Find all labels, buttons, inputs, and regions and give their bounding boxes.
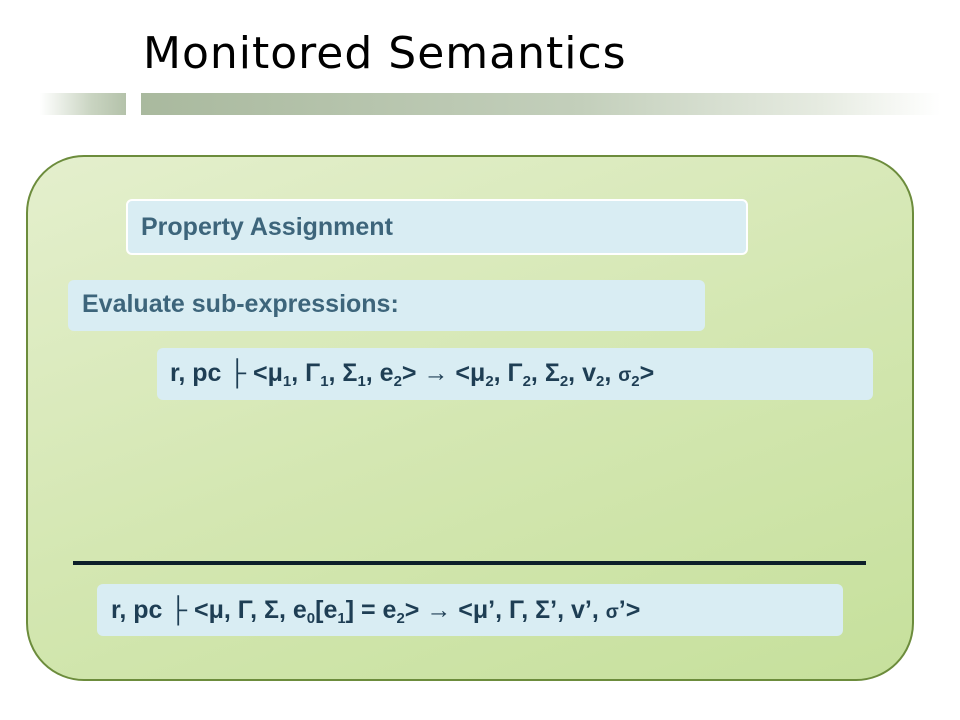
premise-subscript: 2 <box>559 373 569 390</box>
premise-subscript: 2 <box>485 373 494 390</box>
rule-heading-box: Property Assignment <box>126 199 748 255</box>
premise-subscript: 1 <box>357 373 366 390</box>
premise-text: > → <μ <box>401 359 486 387</box>
premise-subscript: 2 <box>595 373 605 390</box>
step-label-box: Evaluate sub-expressions: <box>68 280 705 331</box>
inference-rule-line <box>73 561 866 565</box>
premise-text: , Σ <box>530 359 560 387</box>
premise-text: , Γ <box>493 359 523 387</box>
title-accent-bar-left <box>40 93 126 115</box>
conclusion-text: > → <μ’, Γ, Σ’, v’, <box>404 596 606 624</box>
slide-title: Monitored Semantics <box>143 28 627 79</box>
conclusion-text: ] = e <box>345 596 397 624</box>
premise-sigma: σ <box>618 365 632 386</box>
premise-text: , Γ <box>291 359 321 387</box>
premise-subscript: 1 <box>282 373 292 390</box>
premise-subscript: 1 <box>320 373 329 390</box>
premise-text: r, pc ├ <μ <box>170 359 283 387</box>
premise-text: > <box>639 359 655 387</box>
premise-text: , <box>604 359 619 387</box>
premise-subscript: 2 <box>631 373 640 390</box>
premise-text: , Σ <box>328 359 358 387</box>
step-label: Evaluate sub-expressions: <box>82 290 399 318</box>
premise-text: , v <box>568 359 596 387</box>
conclusion-text: ’> <box>618 596 641 624</box>
conclusion-sigma: σ <box>605 602 619 623</box>
rule-heading: Property Assignment <box>141 213 393 241</box>
conclusion-text: [e <box>315 596 338 624</box>
premise-text: , e <box>365 359 394 387</box>
conclusion-text: r, pc ├ <μ, Γ, Σ, e <box>111 596 307 624</box>
conclusion-subscript: 2 <box>396 610 405 627</box>
title-accent-bar-right <box>141 93 941 115</box>
premise-subscript: 2 <box>522 373 531 390</box>
conclusion-subscript: 1 <box>337 610 346 627</box>
premise-subscript: 2 <box>393 373 402 390</box>
conclusion-subscript: 0 <box>306 610 316 627</box>
premise-judgment: r, pc ├ <μ1, Γ1, Σ1, e2> → <μ2, Γ2, Σ2, … <box>157 348 873 400</box>
conclusion-judgment: r, pc ├ <μ, Γ, Σ, e0[e1] = e2> → <μ’, Γ,… <box>97 584 843 636</box>
